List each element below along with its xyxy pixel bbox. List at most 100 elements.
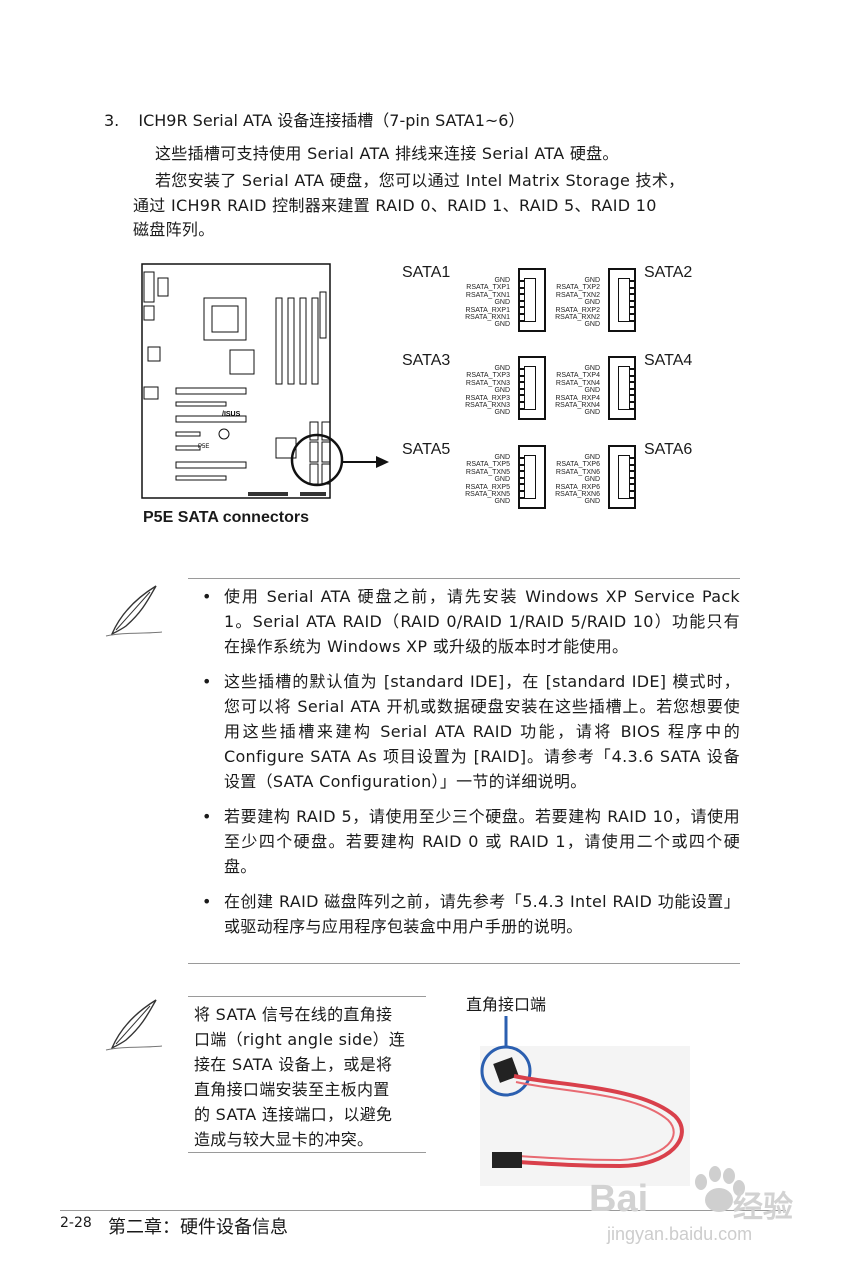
paw-logo-icon xyxy=(695,1166,745,1212)
sata5-label: SATA5 xyxy=(402,441,451,458)
pin-tick xyxy=(518,368,525,370)
note-text: 在创建 RAID 磁盘阵列之前，请先参考「5.4.3 Intel RAID 功能… xyxy=(224,892,740,936)
sata5-connector-shape xyxy=(518,445,546,509)
pin-tick xyxy=(629,293,636,296)
intro-line-2a: 若您安装了 Serial ATA 硬盘，您可以通过 Intel Matrix S… xyxy=(155,171,685,190)
pin-tick xyxy=(518,313,525,315)
pin-tick xyxy=(629,476,636,479)
tip-bottom-rule xyxy=(188,1152,426,1153)
pin-tick xyxy=(518,299,525,302)
pin-tick xyxy=(518,407,525,410)
note-item: • 若要建构 RAID 5，请使用至少三个硬盘。若要建构 RAID 10，请使用… xyxy=(202,804,740,879)
notes-bottom-rule xyxy=(188,963,740,964)
sata6-connector-shape xyxy=(608,445,636,509)
pin-tick xyxy=(518,387,525,390)
pin-tick xyxy=(518,286,525,289)
section-heading: 3. ICH9R Serial ATA 设备连接插槽（7-pin SATA1~6… xyxy=(104,107,524,131)
pin-tick xyxy=(629,394,636,397)
tip-line: 将 SATA 信号在线的直角接 xyxy=(194,1005,393,1024)
tip-text: 将 SATA 信号在线的直角接 口端（right angle side）连 接在… xyxy=(194,1002,426,1152)
pin-tick xyxy=(518,319,525,322)
pin-tick xyxy=(629,381,636,384)
pin-tick xyxy=(518,463,525,466)
pin-tick xyxy=(518,306,525,309)
pin-tick xyxy=(629,470,636,473)
pin-tick xyxy=(518,381,525,384)
pin-tick xyxy=(518,496,525,499)
tip-line: 直角接口端安装至主板内置 xyxy=(194,1080,390,1099)
baidu-jingyan-watermark: Bai 经验 jingyan.baidu.com xyxy=(583,1152,803,1252)
notes-top-rule xyxy=(188,578,740,579)
tip-line: 口端（right angle side）连 xyxy=(194,1030,406,1049)
pin-tick xyxy=(518,476,525,479)
pin-tick xyxy=(629,299,636,302)
bullet-icon: • xyxy=(202,807,212,826)
pin-tick xyxy=(518,293,525,296)
tip-feather-icon xyxy=(105,999,163,1051)
pin-tick xyxy=(629,457,636,459)
sata1-connector-shape xyxy=(518,268,546,332)
tip-line: 的 SATA 连接端口，以避免 xyxy=(194,1105,393,1124)
tip-line: 接在 SATA 设备上，或是将 xyxy=(194,1055,393,1074)
pin-tick xyxy=(629,407,636,410)
pin-tick xyxy=(629,313,636,315)
note-item: • 在创建 RAID 磁盘阵列之前，请先参考「5.4.3 Intel RAID … xyxy=(202,889,740,939)
section-title: ICH9R Serial ATA 设备连接插槽（7-pin SATA1~6） xyxy=(138,111,525,130)
sata3-connector-shape xyxy=(518,356,546,420)
pin-tick xyxy=(629,490,636,492)
intro-line-1: 这些插槽可支持使用 Serial ATA 排线来连接 Serial ATA 硬盘… xyxy=(155,144,619,163)
sata-cable-photo xyxy=(480,1016,690,1186)
note-feather-icon xyxy=(105,585,163,637)
bullet-icon: • xyxy=(202,587,212,606)
sata4-connector-shape xyxy=(608,356,636,420)
notes-list: • 使用 Serial ATA 硬盘之前，请先安装 Windows XP Ser… xyxy=(202,584,740,949)
pin-tick xyxy=(518,490,525,492)
diagram-caption: P5E SATA connectors xyxy=(143,509,309,526)
pin-tick xyxy=(629,401,636,403)
pin-tick xyxy=(629,496,636,499)
pin-tick xyxy=(629,280,636,282)
pin-tick xyxy=(518,483,525,486)
asus-logo: /ISUS xyxy=(222,411,241,418)
sata1-label: SATA1 xyxy=(402,264,451,281)
page-number: 2-28 xyxy=(60,1215,92,1231)
pin-tick xyxy=(518,394,525,397)
sata4-label: SATA4 xyxy=(644,352,693,369)
photo-label: 直角接口端 xyxy=(466,995,547,1014)
motherboard-diagram: P5E /ISUS xyxy=(141,263,331,499)
tip-top-rule xyxy=(188,996,426,997)
watermark-brand: Bai xyxy=(589,1178,649,1220)
board-label: P5E xyxy=(198,444,209,450)
pin-tick xyxy=(629,319,636,322)
bullet-icon: • xyxy=(202,672,212,691)
pin-tick xyxy=(518,457,525,459)
intro-line-2b: 通过 ICH9R RAID 控制器来建置 RAID 0、RAID 1、RAID … xyxy=(133,196,657,215)
watermark-brand2: 经验 xyxy=(733,1190,793,1225)
pin-tick xyxy=(629,387,636,390)
tip-line: 造成与较大显卡的冲突。 xyxy=(194,1130,374,1149)
bullet-icon: • xyxy=(202,892,212,911)
intro-line-2c: 磁盘阵列。 xyxy=(133,220,215,239)
sata3-label: SATA3 xyxy=(402,352,451,369)
pin-tick xyxy=(629,483,636,486)
pin-tick xyxy=(629,374,636,377)
pin-tick xyxy=(629,368,636,370)
pin-tick xyxy=(518,401,525,403)
watermark-url: jingyan.baidu.com xyxy=(607,1224,753,1244)
note-text: 使用 Serial ATA 硬盘之前，请先安装 Windows XP Servi… xyxy=(224,587,740,656)
pin-tick xyxy=(629,306,636,309)
note-item: • 使用 Serial ATA 硬盘之前，请先安装 Windows XP Ser… xyxy=(202,584,740,659)
pin-tick xyxy=(518,374,525,377)
footer-rule xyxy=(60,1210,786,1211)
pin-tick xyxy=(629,286,636,289)
highlight-circle-arrow xyxy=(290,433,389,487)
sata2-label: SATA2 xyxy=(644,264,693,281)
note-text: 若要建构 RAID 5，请使用至少三个硬盘。若要建构 RAID 10，请使用至少… xyxy=(224,807,740,876)
pin-tick xyxy=(518,470,525,473)
section-number: 3. xyxy=(104,111,120,130)
